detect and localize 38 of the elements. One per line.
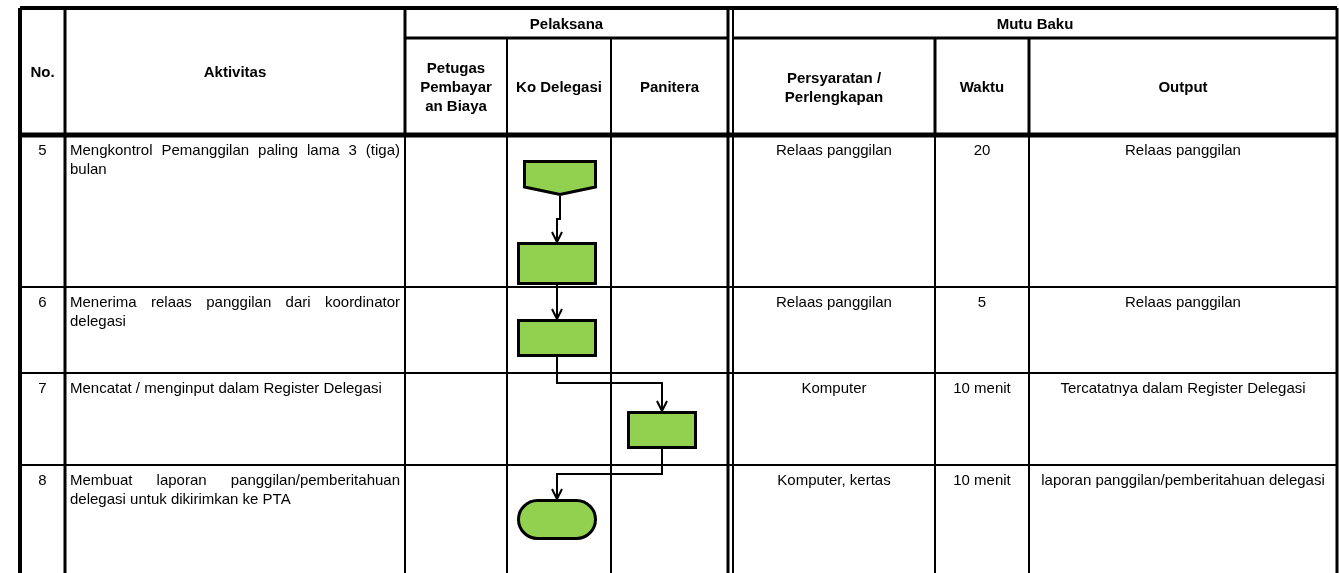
- time-text: 5: [976, 292, 988, 311]
- column-header: Output: [1158, 77, 1208, 96]
- output-text: laporan panggilan/pemberitahuan delegasi: [1040, 470, 1326, 489]
- requirement-text: Komputer: [800, 378, 868, 397]
- time-text: 10 menit: [952, 470, 1012, 489]
- column-header: Mutu Baku: [996, 13, 1074, 33]
- row-number: 8: [37, 470, 48, 489]
- arrow: [551, 195, 563, 243]
- process-box: [517, 242, 597, 285]
- activity-text: Membuat laporan panggilan/pemberitahuan delegasi untuk dikirimkan ke PTA: [70, 470, 400, 508]
- time-text: 20: [972, 140, 992, 159]
- column-header: Persyaratan / Perlengkapan: [783, 67, 885, 106]
- column-header: Aktivitas: [203, 62, 267, 81]
- activity-text: Mencatat / menginput dalam Register Delegasi: [70, 378, 383, 397]
- requirement-text: Relaas panggilan: [775, 140, 893, 159]
- requirement-text: Relaas panggilan: [775, 292, 893, 311]
- off-page-connector: [523, 160, 597, 196]
- activity-text: Menerima relaas panggilan dari koordinator delegasi: [70, 292, 400, 330]
- time-text: 10 menit: [952, 378, 1012, 397]
- row-number: 6: [37, 292, 48, 311]
- process-box: [627, 411, 697, 449]
- row-number: 7: [37, 378, 48, 397]
- column-header: Petugas Pembayar an Biaya: [419, 58, 493, 115]
- output-text: Tercatatnya dalam Register Delegasi: [1059, 378, 1307, 397]
- output-text: Relaas panggilan: [1124, 140, 1242, 159]
- terminator-shape: [517, 499, 597, 540]
- process-box: [517, 319, 597, 357]
- arrow: [556, 356, 668, 412]
- arrow: [551, 448, 663, 500]
- column-header: Panitera: [639, 77, 700, 96]
- column-header: Ko Delegasi: [516, 77, 602, 96]
- activity-text: Mengkontrol Pemanggilan paling lama 3 (tiga) bulan: [70, 140, 400, 178]
- requirement-text: Komputer, kertas: [776, 470, 892, 489]
- column-header: No.: [30, 62, 55, 81]
- output-text: Relaas panggilan: [1124, 292, 1242, 311]
- row-number: 5: [37, 140, 48, 159]
- column-header: Pelaksana: [529, 13, 604, 33]
- column-header: Waktu: [959, 77, 1005, 96]
